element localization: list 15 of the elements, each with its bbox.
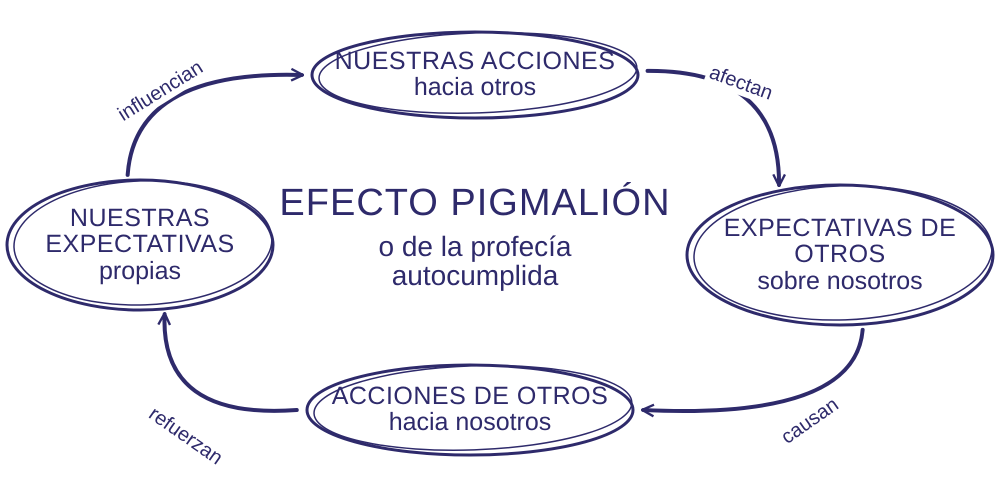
node-subtitle: sobre nosotros bbox=[757, 268, 923, 295]
node-heading: NUESTRAS ACCIONES bbox=[334, 48, 616, 74]
ellipse-node bbox=[685, 183, 995, 327]
ellipse-node bbox=[310, 30, 640, 120]
node-heading: ACCIONES DE OTROS bbox=[332, 383, 608, 410]
ellipse-node bbox=[5, 178, 275, 312]
node-subtitle: hacia nosotros bbox=[388, 409, 552, 437]
ellipse-node bbox=[305, 363, 635, 457]
curved-arrow bbox=[640, 328, 865, 418]
subtitle: o de la profecía autocumplida bbox=[377, 232, 573, 291]
diagram-title: EFECTO PIGMALIÓN bbox=[278, 183, 672, 225]
curved-arrow bbox=[126, 68, 304, 177]
node-subtitle: propias bbox=[99, 258, 181, 285]
curved-arrow bbox=[158, 312, 299, 413]
node-subtitle: hacia otros bbox=[414, 74, 536, 102]
